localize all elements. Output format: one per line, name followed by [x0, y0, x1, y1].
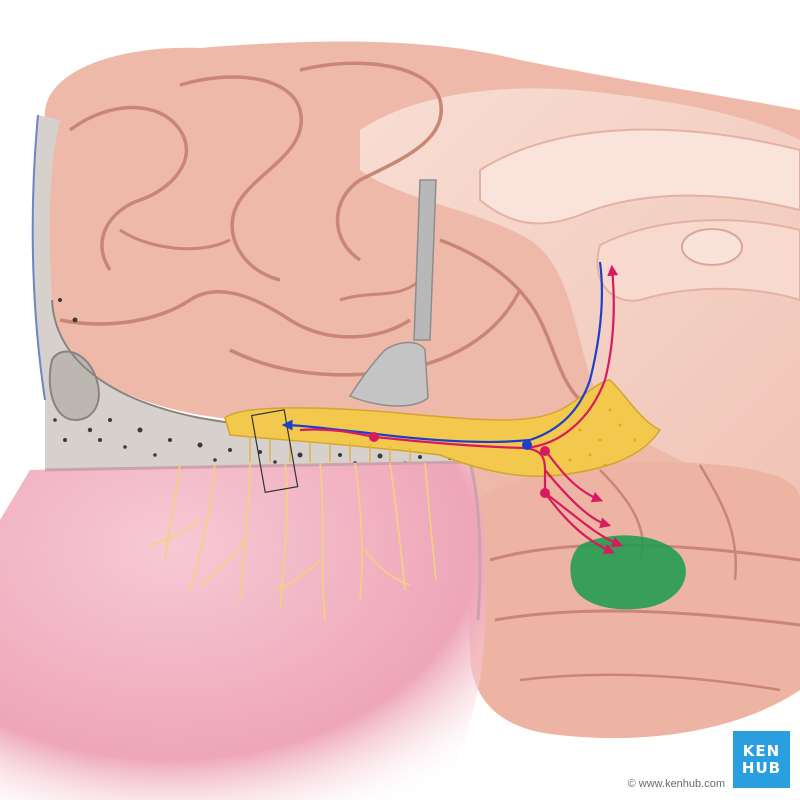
neuron-body [369, 432, 379, 442]
olfactory-nerve-fibers [149, 461, 437, 621]
copyright-notice: © www.kenhub.com [627, 778, 725, 790]
neural-pathways [281, 261, 624, 554]
logo-text-line2: HUB [741, 758, 782, 777]
retractor-instrument [348, 179, 437, 407]
neuron-body [540, 488, 550, 498]
neuron-body [522, 440, 532, 450]
neuron-body [540, 446, 550, 456]
olfactory-cortex-region [570, 535, 686, 610]
kenhub-logo[interactable]: KEN HUB [733, 731, 790, 788]
magnification-box [250, 409, 299, 494]
logo-text-line1: KEN [742, 741, 781, 760]
nasal-cavity [0, 460, 487, 800]
olfactory-bulb-and-tract [224, 379, 662, 478]
